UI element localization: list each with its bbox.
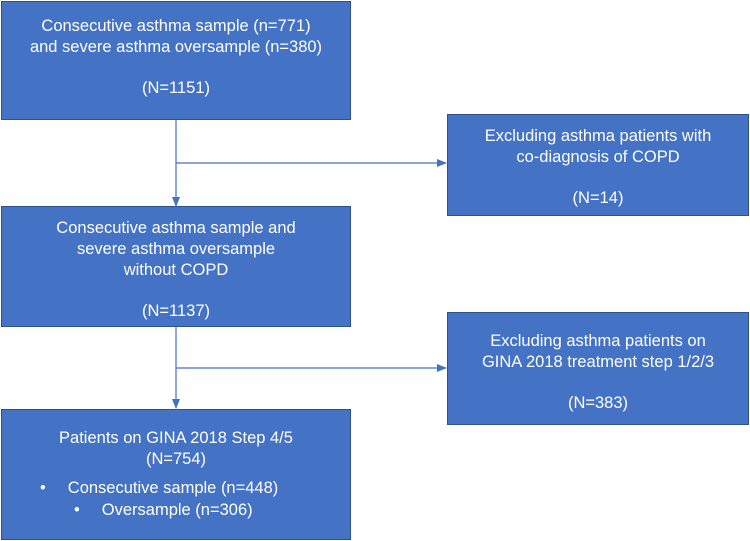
exclusion-gina-box: Excluding asthma patients on GINA 2018 t… xyxy=(447,312,749,425)
exclusion-gina-line-1: Excluding asthma patients on xyxy=(490,332,706,350)
exclusion-copd-count: (N=14) xyxy=(572,189,624,207)
without-copd-line-3: without COPD xyxy=(123,261,229,279)
exclusion-copd-line-2: co-diagnosis of COPD xyxy=(516,148,680,166)
exclusion-gina-line-2: GINA 2018 treatment step 1/2/3 xyxy=(481,353,715,371)
exclusion-copd-line-1: Excluding asthma patients with xyxy=(484,127,712,145)
bullet-consecutive-sample: • Consecutive sample (n=448) xyxy=(2,478,350,499)
gina-step45-title: Patients on GINA 2018 Step 4/5 xyxy=(59,429,293,447)
bullet-consecutive-text: Consecutive sample (n=448) xyxy=(67,479,279,497)
gina-step45-count: (N=754) xyxy=(145,450,207,468)
bullet-marker: • xyxy=(74,501,80,519)
initial-sample-line-1: Consecutive asthma sample (n=771) xyxy=(41,17,311,35)
initial-sample-box: Consecutive asthma sample (n=771) and se… xyxy=(1,1,351,120)
bullet-oversample: • Oversample (n=306) xyxy=(2,500,350,521)
without-copd-line-2: severe asthma oversample xyxy=(76,240,276,258)
initial-sample-count: (N=1151) xyxy=(141,79,211,97)
bullet-marker: • xyxy=(40,479,46,497)
exclusion-copd-box: Excluding asthma patients with co-diagno… xyxy=(447,114,749,216)
without-copd-line-1: Consecutive asthma sample and xyxy=(56,219,296,237)
exclusion-gina-count: (N=383) xyxy=(567,394,629,412)
initial-sample-line-2: and severe asthma oversample (n=380) xyxy=(29,38,323,56)
without-copd-count: (N=1137) xyxy=(141,302,211,320)
without-copd-box: Consecutive asthma sample and severe ast… xyxy=(1,206,351,327)
bullet-oversample-text: Oversample (n=306) xyxy=(101,501,253,519)
gina-step45-box: Patients on GINA 2018 Step 4/5 (N=754) •… xyxy=(1,409,351,540)
